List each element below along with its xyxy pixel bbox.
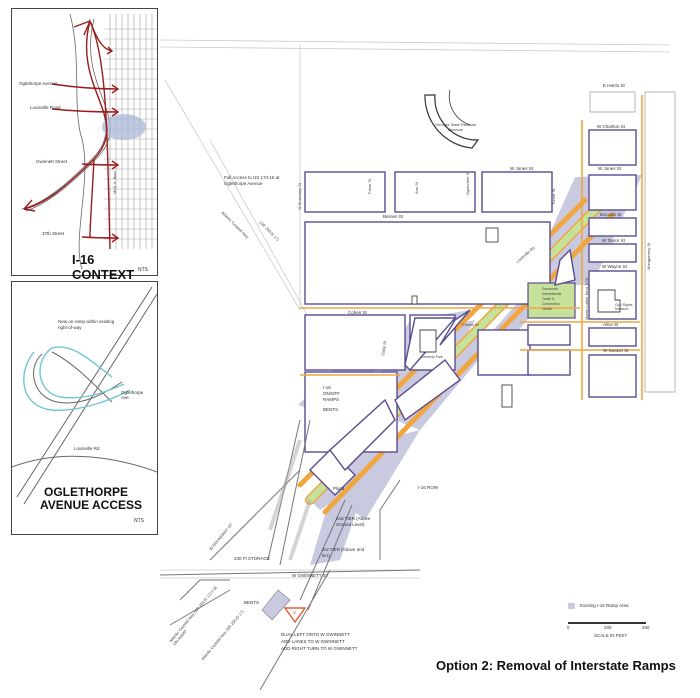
callout-i16-row: I-16 ROW <box>418 485 439 490</box>
street-w-wayne: W Wayne St <box>602 264 627 269</box>
callout-tier3: 3rd TIER (Above 2nd tier) <box>322 547 365 558</box>
access-inset: New on-ramp within existing right-of-way… <box>11 281 158 535</box>
context-label-37th: 37th Street <box>42 231 65 236</box>
scale-200: 200 <box>604 625 612 630</box>
callout-tier2: 2nd TIER (Above Ground Level) <box>336 516 371 527</box>
access-label-ramp-note: New on-ramp within existing right-of-way <box>58 319 115 330</box>
callout-dual-left: DUAL LEFT ONTO W GWINNETT <box>281 632 350 637</box>
street-w-gaston: W Gaston St <box>603 348 629 353</box>
access-inset-title-2: AVENUE ACCESS <box>40 498 143 512</box>
street-cohen: Cohen St <box>348 310 367 315</box>
street-e-harris: E Harris St <box>603 83 625 88</box>
callout-museum: Georgia State Railroad Museum <box>435 122 476 132</box>
access-inset-title-1: OGLETHORPE <box>44 485 129 499</box>
callout-savannah-cc: Savannah International Trade & Conventio… <box>542 287 562 311</box>
street-w-boundary: W Boundary St <box>297 183 302 210</box>
callout-bents-lower: BENTS <box>244 600 260 605</box>
park-block <box>527 282 576 319</box>
access-label-oglethorpe: Oglethorpe Ave. <box>121 390 144 400</box>
callout-add-right: ADD RIGHT TURN TO W GWINNETT <box>281 646 358 651</box>
street-w-taylor: W Taylor St <box>602 238 625 243</box>
street-w-jones-right: W Jones St <box>598 166 622 171</box>
access-inset-nts: NTS <box>134 518 144 524</box>
street-bocca: Boccabi St <box>600 212 622 217</box>
callout-ramps: I-16 ON/OFF RAMPS <box>323 385 340 402</box>
scale-400: 400 <box>642 625 650 630</box>
figure-caption: Option 2: Removal of Interstate Ramps <box>436 658 676 673</box>
access-label-louisville: Louisville Rd <box>74 446 100 451</box>
context-inset-title: I-16 CONTEXT <box>72 252 135 282</box>
street-w-jones: W Jones St <box>510 166 534 171</box>
street-berrien: Berrien St <box>383 214 404 219</box>
street-fahm: Fahm St <box>367 178 372 194</box>
street-w-charlton: W Charlton St <box>597 124 626 129</box>
scale-label: SCALE IN FEET <box>594 633 628 638</box>
context-inset-nts: NTS <box>138 267 148 273</box>
scale-bar-half <box>607 622 646 624</box>
context-label-oglethorpe: Oglethorpe Avenue <box>19 81 58 86</box>
street-alice: Alice St <box>603 322 619 327</box>
street-cohen-inner: Cohen St <box>462 322 479 327</box>
context-inset: Oglethorpe Avenue Louisville Road Gwinne… <box>11 8 158 282</box>
street-montgomery: Montgomery St <box>646 242 651 270</box>
street-turner: Turner St <box>551 188 556 205</box>
street-ann: Ann St <box>414 181 419 194</box>
street-mlk: Martin Luther King Jr Dr <box>584 277 589 320</box>
scale-0: 0 <box>567 625 570 630</box>
svg-text:Y: Y <box>293 611 297 617</box>
study-area-ellipse <box>102 114 146 140</box>
context-label-gwinnett: Gwinnett Street <box>36 159 68 164</box>
legend-swatch-ramp-area <box>568 603 575 609</box>
access-map <box>12 286 157 505</box>
callout-bents-upper: BENTS <box>323 407 339 412</box>
street-w-gwinnett: W GWINNETT ST <box>292 573 329 578</box>
callout-add-lanes: ADD LANES TO W GWINNETT <box>281 639 345 644</box>
legend: Existing I-16 Ramp Area 0 200 400 SCALE … <box>567 600 678 640</box>
museum-arc <box>424 89 480 149</box>
callout-civil-rights: Civil Rights Museum <box>615 303 633 311</box>
callout-plaza: Plaza <box>333 486 345 491</box>
callout-full-access: Full Access to US 17/I-16 at Oglethorpe … <box>224 175 280 186</box>
callout-kennedy: Kennedy Park <box>421 355 443 359</box>
context-label-louisville: Louisville Road <box>30 105 61 110</box>
new-on-ramp <box>23 346 131 411</box>
legend-label-ramp-area: Existing I-16 Ramp Area <box>580 603 629 608</box>
street-ogeechee: Ogeechee St <box>465 171 470 195</box>
callout-storage: 230 Ft STORAGE <box>234 556 270 561</box>
yield-sign: Y <box>283 607 307 624</box>
context-map <box>21 13 157 270</box>
